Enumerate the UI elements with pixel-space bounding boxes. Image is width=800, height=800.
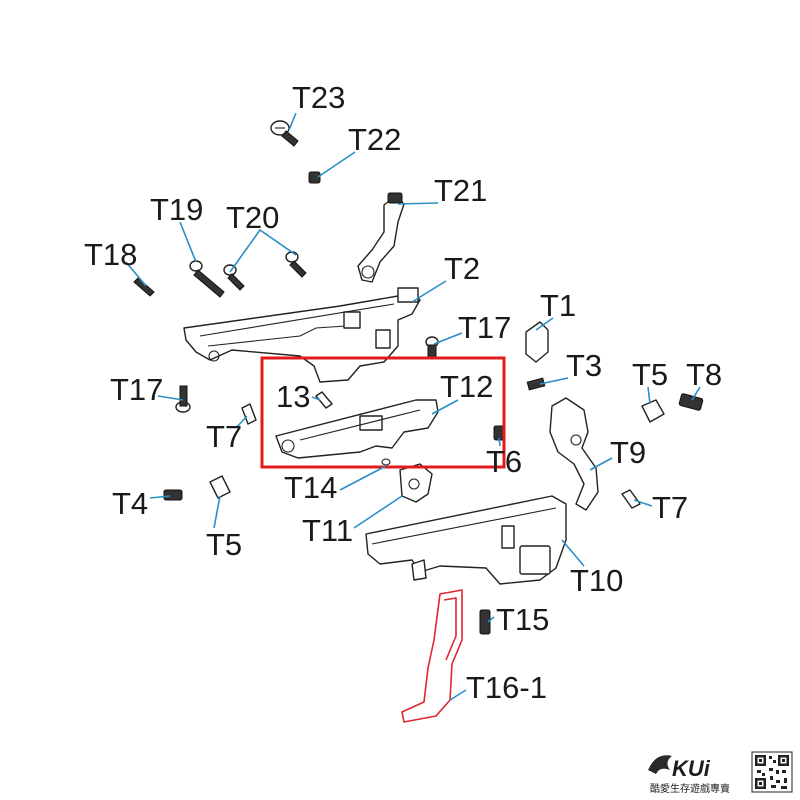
label-t15: T15 [496, 602, 549, 637]
label-t19: T19 [150, 192, 203, 227]
label-t20: T20 [226, 200, 279, 235]
label-t8: T8 [686, 357, 722, 392]
part-t4-screw [163, 489, 183, 501]
part-t5-block-b [209, 475, 231, 499]
part-t18-screw [133, 277, 155, 297]
label-t1: T1 [540, 288, 576, 323]
part-t12-bar [275, 399, 439, 459]
leader-t10 [561, 539, 585, 567]
label-t11: T11 [302, 513, 353, 548]
leader-t3 [539, 377, 569, 385]
label-t7b: T7 [652, 490, 688, 525]
part-t3-spring [526, 377, 546, 391]
leader-13 [311, 396, 321, 401]
leader-t23 [288, 112, 297, 131]
label-t5b: T5 [206, 527, 242, 562]
part-t23-screw [270, 120, 299, 147]
label-t2: T2 [444, 251, 480, 286]
qr-code-icon [751, 751, 793, 793]
label-t17b: T17 [110, 372, 163, 407]
part-13-pin [315, 391, 333, 409]
part-t17-screw-a [425, 336, 439, 360]
part-t7-pin-a [241, 403, 257, 425]
part-labels: T23 T22 T21 T19 T20 T18 T2 T1 T17 T3 T5 … [84, 80, 722, 705]
label-t23: T23 [292, 80, 345, 115]
leader-t16-1 [449, 689, 467, 701]
leader-t20 [229, 228, 297, 273]
leader-t4 [149, 495, 171, 499]
label-t5a: T5 [632, 357, 668, 392]
part-t14-spring [381, 458, 391, 466]
part-t10-housing [365, 495, 567, 585]
leader-t18 [125, 261, 147, 287]
leader-t7a [235, 415, 248, 429]
part-t20-screws [223, 251, 307, 291]
label-t10: T10 [570, 563, 623, 598]
part-t5-block-a [641, 399, 665, 423]
part-t9-trigger [549, 397, 599, 511]
part-t21-lever [357, 192, 405, 283]
part-t16-1-blade [401, 589, 463, 723]
part-t2-frame [183, 287, 421, 383]
leader-t8 [691, 386, 701, 401]
leader-t21 [397, 202, 439, 205]
label-t17a: T17 [458, 310, 511, 345]
leader-t17a [433, 332, 463, 345]
leader-t9 [589, 457, 613, 471]
leader-t17b [157, 395, 184, 401]
leader-t6 [498, 437, 501, 447]
leader-t1 [535, 317, 554, 331]
label-t9: T9 [610, 435, 646, 470]
label-t22: T22 [348, 122, 401, 157]
brand-logo: KUi [672, 756, 711, 781]
label-t12: T12 [440, 369, 493, 404]
leader-t7b [633, 499, 653, 507]
leader-t5b [213, 495, 221, 529]
part-t1-block [525, 321, 549, 363]
label-t18: T18 [84, 237, 137, 272]
label-t3: T3 [566, 348, 602, 383]
part-t7-pin-b [621, 489, 641, 509]
leader-t2 [411, 280, 447, 303]
leader-lines [125, 112, 701, 701]
leader-t12 [431, 399, 459, 415]
label-t7a: T7 [206, 419, 242, 454]
leader-t15 [487, 616, 495, 623]
leader-t11 [353, 495, 403, 529]
brand-tagline: 酷愛生存遊戲專賣 [650, 782, 730, 795]
label-13: 13 [276, 379, 310, 414]
brand-emblem-icon [648, 755, 672, 774]
part-t8-spring [678, 393, 704, 411]
brand-watermark: KUi 酷愛生存遊戲專賣 [648, 751, 793, 795]
part-t11-cam [399, 463, 433, 503]
part-t15-spring [479, 609, 491, 635]
label-t4: T4 [112, 486, 148, 521]
label-t16-1: T16-1 [466, 670, 547, 705]
part-t22-nut [308, 171, 321, 184]
leader-t22 [317, 151, 356, 178]
leader-t14 [339, 465, 387, 491]
label-t21: T21 [434, 173, 487, 208]
label-t14: T14 [284, 470, 337, 505]
part-t17-screw-b [175, 385, 191, 413]
label-t6: T6 [486, 444, 522, 479]
part-t19-screw [189, 260, 225, 298]
leader-t19 [179, 221, 197, 263]
leader-t5a [647, 386, 651, 405]
